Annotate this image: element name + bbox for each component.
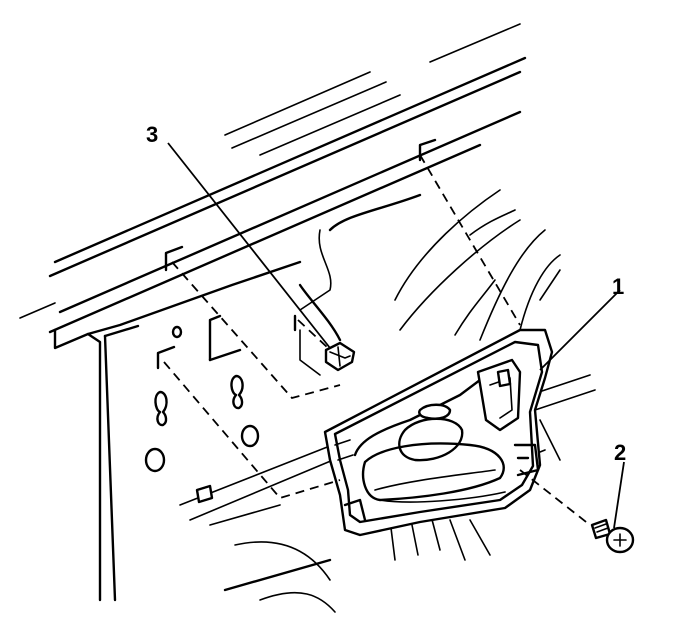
leader-2 — [613, 461, 625, 529]
keyhole-holes — [144, 325, 260, 473]
alignment-dashed-lines — [163, 154, 591, 526]
callout-2: 2 — [614, 440, 626, 465]
upper-trim-lines — [19, 23, 527, 334]
callout-1: 1 — [612, 274, 624, 299]
leader-1 — [539, 289, 621, 371]
callout-3: 3 — [146, 122, 158, 147]
inner-door-panel — [53, 193, 422, 613]
retainer-clip — [324, 341, 356, 372]
door-handle-bezel — [323, 328, 554, 537]
leader-3 — [167, 142, 331, 349]
screw — [590, 518, 635, 554]
inner-door-structure — [389, 189, 596, 561]
mounting-slots — [156, 138, 437, 504]
callout-leaders — [167, 142, 625, 529]
